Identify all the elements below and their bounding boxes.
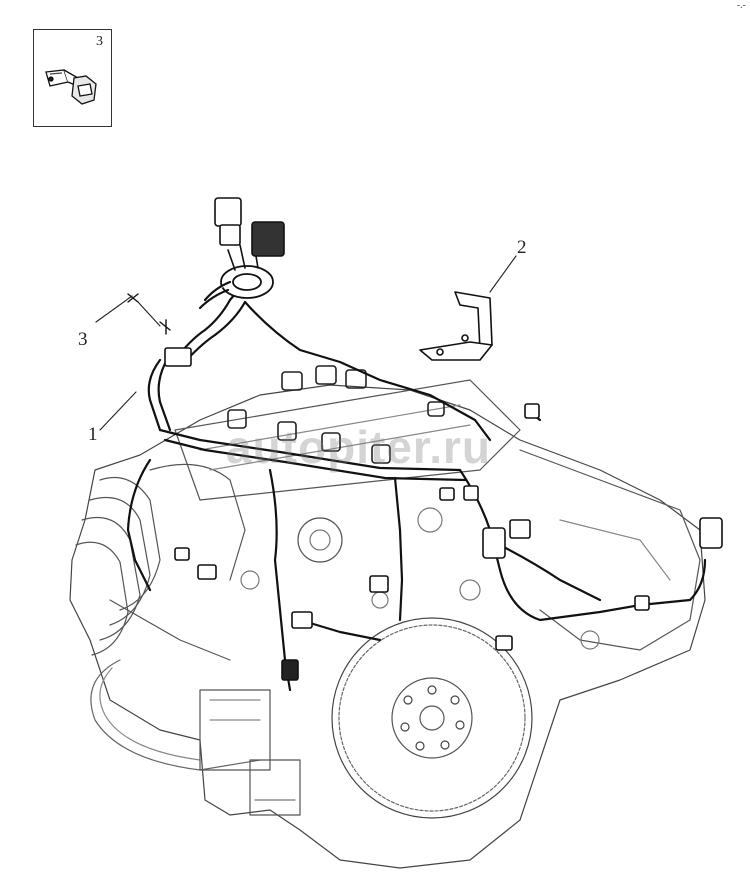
coil-connectors [227, 365, 445, 464]
callout-bracket: 2 [517, 237, 527, 258]
grommet [198, 265, 274, 310]
bolt-icon [45, 69, 97, 105]
watermark-text: autopiter.ru [226, 421, 492, 473]
bolt-detail-inset: 3 [33, 29, 112, 127]
wiring-harness [126, 286, 707, 692]
leader-lines [95, 255, 517, 431]
accessory-belt [90, 659, 261, 771]
valve-cover [174, 379, 521, 501]
top-connectors [214, 197, 285, 271]
gearbox-housing [519, 449, 701, 651]
callout-harness: 1 [88, 424, 98, 445]
intake-manifold [75, 463, 246, 661]
inset-part-number: 3 [96, 34, 103, 49]
callout-bolt: 3 [78, 329, 88, 350]
harness-connectors [164, 347, 723, 681]
bracket-part [419, 291, 493, 361]
corner-mark: -.- [736, 0, 746, 11]
bolt-small [127, 293, 171, 335]
engine-block-outline [69, 384, 706, 869]
flywheel [331, 617, 533, 819]
